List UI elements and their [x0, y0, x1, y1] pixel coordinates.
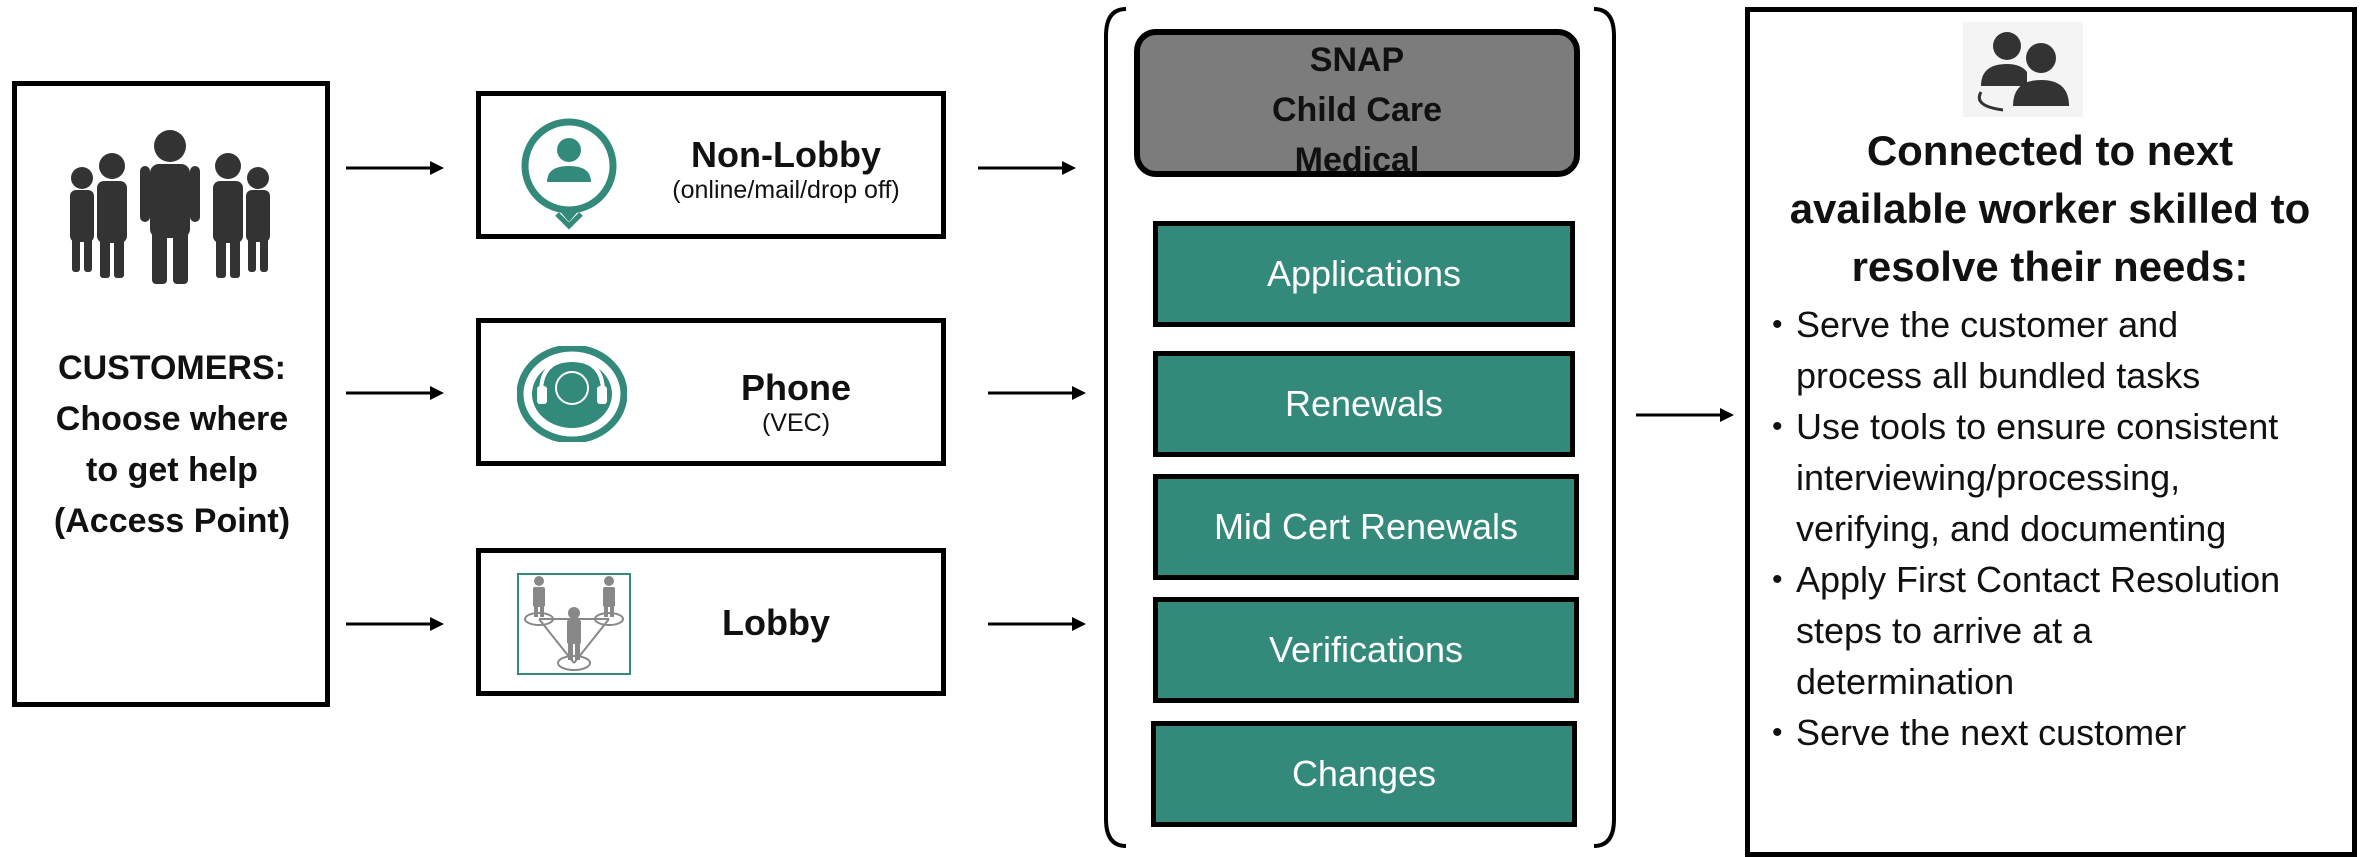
- customers-line: (Access Point): [53, 502, 291, 540]
- channel-phone: Phone (VEC): [476, 318, 946, 466]
- outcome-heading: Connected to next available worker skill…: [1755, 122, 2345, 296]
- outcome-bullet-list: • Serve the customer and process all bun…: [1772, 299, 2352, 758]
- bullet-item: • Serve the customer and process all bun…: [1772, 299, 2352, 401]
- customers-label: CUSTOMERS: Choose where to get help (Acc…: [22, 343, 322, 547]
- bullet-line: Serve the next customer: [1796, 712, 2187, 753]
- outcome-heading-line: available worker skilled to: [1789, 185, 2311, 232]
- task-verifications: Verifications: [1153, 597, 1579, 703]
- bullet-item: • Serve the next customer: [1772, 707, 2352, 758]
- programs-box: SNAP Child Care Medical: [1134, 29, 1580, 179]
- bullet-dot: •: [1772, 308, 1783, 341]
- bullet-dot: •: [1772, 716, 1783, 749]
- arrow-nonlobby-to-programs: [978, 158, 1078, 178]
- customers-line: Choose where: [55, 400, 289, 438]
- bullet-dot: •: [1772, 563, 1783, 596]
- channel-title: Non-Lobby: [691, 134, 881, 175]
- outcome-heading-line: resolve their needs:: [1851, 243, 2249, 290]
- task-applications: Applications: [1153, 221, 1575, 327]
- programs-bracket: [1100, 6, 1620, 849]
- bullet-dot: •: [1772, 410, 1783, 443]
- arrow-to-lobby: [346, 614, 446, 634]
- bullet-line: Apply First Contact Resolution: [1796, 559, 2281, 600]
- bullet-item: • Use tools to ensure consistent intervi…: [1772, 401, 2352, 554]
- channel-title: Lobby: [722, 602, 830, 643]
- location-person-icon: [519, 118, 619, 241]
- bullet-line: Use tools to ensure consistent: [1796, 406, 2279, 447]
- program-label: Child Care: [1271, 91, 1443, 129]
- customers-box: [12, 81, 330, 707]
- bullet-line: Serve the customer and: [1796, 304, 2179, 345]
- arrow-to-outcome: [1636, 405, 1736, 425]
- customers-line: to get help: [86, 451, 258, 489]
- outcome-heading-line: Connected to next: [1866, 127, 2234, 174]
- customers-line: CUSTOMERS:: [58, 349, 286, 387]
- program-label: SNAP: [1309, 41, 1405, 79]
- headset-agent-icon: [516, 344, 628, 447]
- task-renewals: Renewals: [1153, 351, 1575, 457]
- bullet-line: process all bundled tasks: [1796, 355, 2201, 396]
- bullet-line: verifying, and documenting: [1796, 508, 2227, 549]
- workers-group-icon: [1963, 22, 2083, 117]
- task-mid-cert-renewals: Mid Cert Renewals: [1153, 474, 1579, 580]
- people-network-icon: [517, 573, 631, 680]
- arrow-to-phone: [346, 383, 446, 403]
- bullet-line: determination: [1796, 661, 2015, 702]
- channel-title: Phone: [740, 367, 851, 408]
- crowd-icon: [60, 126, 280, 286]
- bullet-item: • Apply First Contact Resolution steps t…: [1772, 554, 2352, 707]
- channel-subtitle: (online/mail/drop off): [672, 176, 900, 204]
- program-label: Medical: [1294, 141, 1420, 179]
- task-changes: Changes: [1151, 721, 1577, 827]
- arrow-phone-to-programs: [988, 383, 1088, 403]
- bullet-line: steps to arrive at a: [1796, 610, 2093, 651]
- arrow-lobby-to-programs: [988, 614, 1088, 634]
- channel-nonlobby: Non-Lobby (online/mail/drop off): [476, 91, 946, 239]
- arrow-to-nonlobby: [346, 158, 446, 178]
- bullet-line: interviewing/processing,: [1796, 457, 2181, 498]
- channel-lobby: Lobby: [476, 548, 946, 696]
- channel-subtitle: (VEC): [761, 409, 831, 437]
